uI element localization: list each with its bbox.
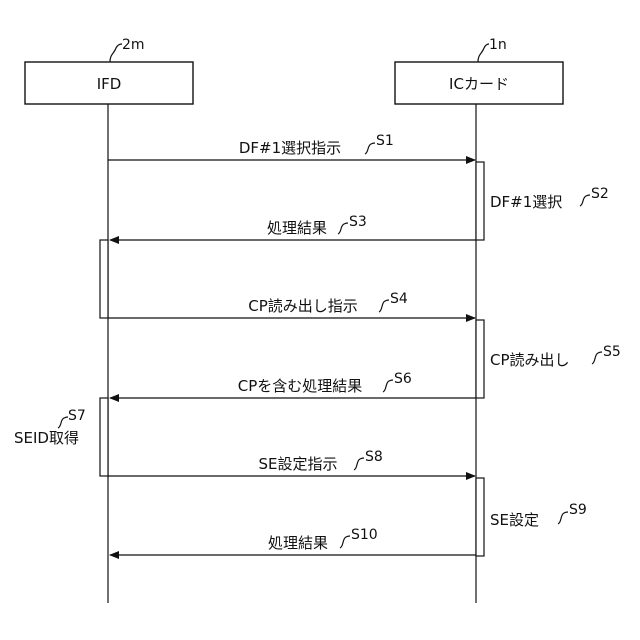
message-s10: 処理結果 S10 (110, 527, 476, 555)
activation-bar-ifd-1 (100, 240, 108, 318)
message-s4-label: CP読み出し指示 (248, 297, 358, 315)
message-s4: CP読み出し指示 S4 (108, 291, 475, 318)
activation-s7-label: SEID取得 (14, 429, 79, 447)
message-s1-label: DF#1選択指示 (239, 139, 341, 157)
message-s10-label: 処理結果 (268, 534, 328, 552)
message-s8-step-leader (354, 458, 364, 470)
activation-bar-s7 (100, 398, 108, 476)
activation-s2-step: S2 (591, 186, 609, 202)
activation-s2-label: DF#1選択 (490, 193, 562, 211)
participant-ic-card-ref-leader (478, 44, 489, 62)
message-s3-step-leader (338, 223, 348, 234)
message-s6-step-leader (383, 380, 393, 392)
activation-s5-label: CP読み出し (490, 351, 570, 369)
message-s1-step: S1 (376, 133, 394, 149)
activation-s9-step: S9 (569, 502, 587, 518)
message-s3-label: 処理結果 (267, 219, 327, 237)
activation-bar-s2 (476, 162, 484, 240)
message-s4-step: S4 (390, 291, 408, 307)
message-s6-step: S6 (394, 371, 412, 387)
activation-s7: S7 SEID取得 (14, 408, 86, 447)
activation-s9: SE設定 S9 (490, 502, 587, 529)
activation-s5-step: S5 (603, 344, 621, 360)
message-s10-step-leader (340, 536, 350, 548)
activation-s2: DF#1選択 S2 (490, 186, 609, 211)
message-s10-step: S10 (351, 527, 378, 543)
activation-bar-s9 (476, 478, 484, 556)
participant-ifd-label: IFD (97, 75, 122, 93)
activation-s9-step-leader (558, 512, 568, 524)
message-s1-step-leader (365, 143, 375, 154)
message-s6-label: CPを含む処理結果 (238, 377, 363, 395)
activation-s5-step-leader (592, 352, 602, 364)
participant-ifd-ref-leader (110, 44, 122, 62)
activation-s2-step-leader (580, 195, 590, 206)
participant-ic-card-ref: 1n (489, 37, 507, 53)
participant-ifd: IFD 2m (25, 37, 193, 104)
message-s8: SE設定指示 S8 (108, 449, 475, 476)
message-s3: 処理結果 S3 (110, 214, 476, 240)
message-s8-label: SE設定指示 (259, 455, 338, 473)
message-s8-step: S8 (365, 449, 383, 465)
participant-ic-card-label: ICカード (449, 75, 509, 93)
participant-ic-card: ICカード 1n (395, 37, 563, 104)
activation-s5: CP読み出し S5 (490, 344, 621, 369)
activation-s7-step: S7 (68, 408, 86, 424)
activation-s9-label: SE設定 (490, 511, 539, 529)
message-s6: CPを含む処理結果 S6 (110, 371, 476, 398)
message-s1: DF#1選択指示 S1 (108, 133, 475, 160)
activation-bar-s5 (476, 320, 484, 398)
message-s3-step: S3 (349, 214, 367, 230)
activation-s7-step-leader (58, 417, 68, 428)
participant-ifd-ref: 2m (122, 37, 145, 53)
message-s4-step-leader (379, 300, 389, 312)
